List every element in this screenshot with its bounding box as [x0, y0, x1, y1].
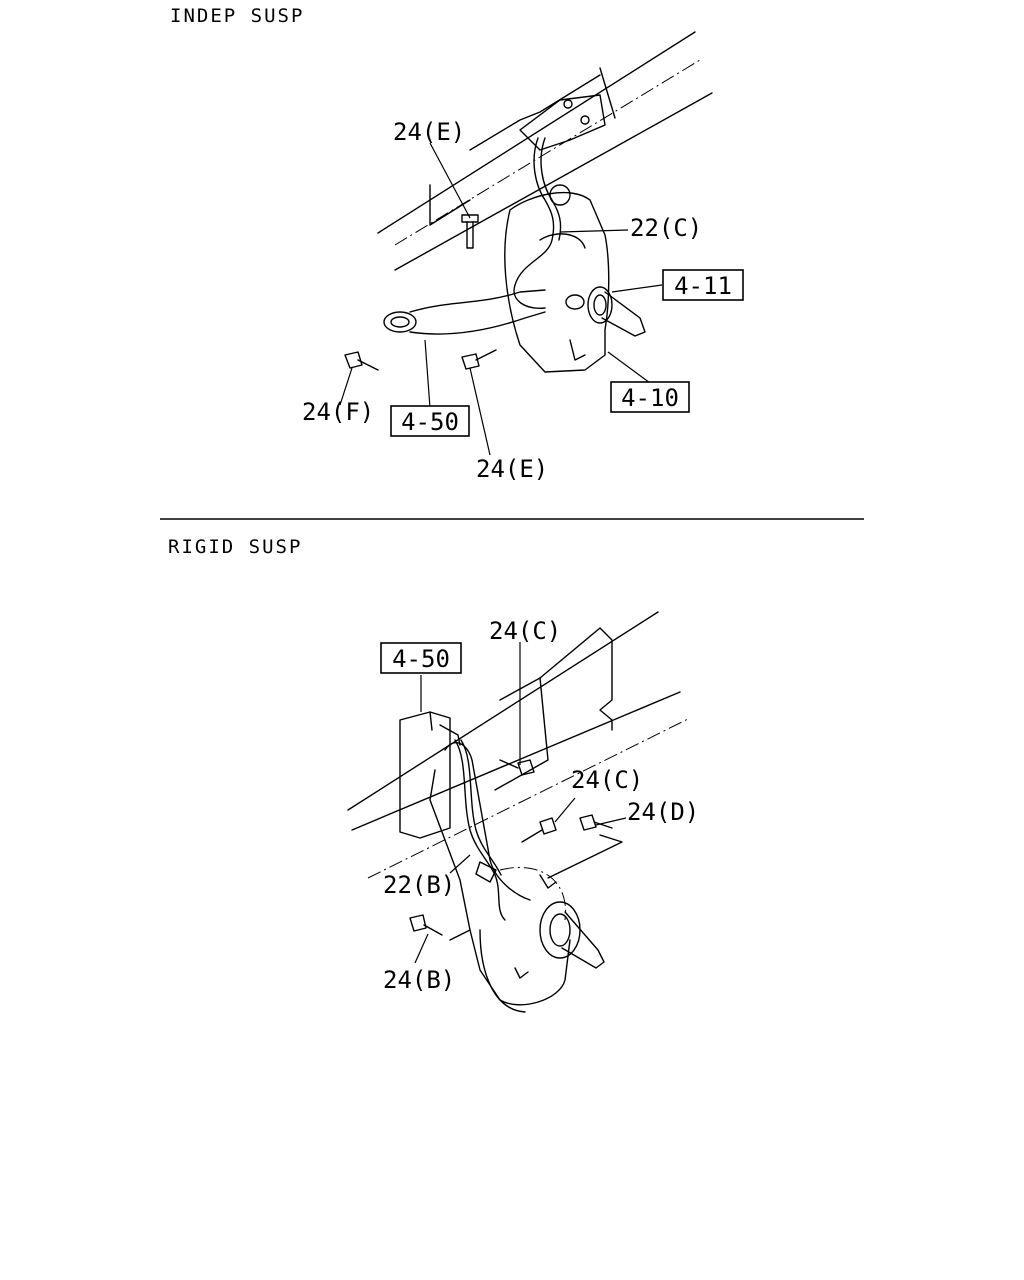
rigid-ref-4-50: 4-50	[392, 645, 450, 673]
rigid-callout-bolt-mid: 24(C)	[571, 766, 643, 794]
indep-frame-rail	[377, 31, 713, 271]
rigid-callout-sensor: 22(B)	[383, 871, 455, 899]
indep-sensor-bracket	[519, 94, 606, 151]
rigid-callout-bolt-bottom: 24(B)	[383, 966, 455, 994]
indep-control-arm	[383, 289, 546, 335]
rigid-sensor-cable	[454, 739, 506, 921]
rigid-callout-bolt-top: 24(C)	[489, 617, 561, 645]
indep-ref-4-10: 4-10	[621, 384, 679, 412]
indep-ref-4-50: 4-50	[401, 408, 459, 436]
indep-hub-spindle	[565, 286, 646, 337]
indep-ref-box-4-50	[390, 405, 470, 437]
rigid-ref-box-4-50	[380, 642, 462, 674]
indep-ref-4-11: 4-11	[674, 272, 732, 300]
rigid-susp-title: RIGID SUSP	[168, 536, 302, 558]
indep-callout-bolt-left: 24(F)	[302, 398, 374, 426]
rigid-hub-spindle	[514, 901, 605, 979]
rigid-axle-bracket	[399, 711, 461, 839]
indep-ref-box-4-10	[610, 381, 690, 413]
indep-knuckle	[504, 184, 610, 373]
rigid-bolts	[409, 759, 623, 941]
indep-callout-sensor: 22(C)	[630, 214, 702, 242]
indep-bolts	[344, 214, 497, 371]
indep-susp-title: INDEP SUSP	[170, 5, 304, 27]
indep-callout-bolt-bottom: 24(E)	[476, 455, 548, 483]
indep-ref-box-4-11	[662, 269, 744, 301]
indep-callout-bolt-top: 24(E)	[393, 118, 465, 146]
indep-sensor-cable	[513, 137, 562, 309]
rigid-knuckle	[429, 741, 571, 1013]
rigid-callout-bolt-right: 24(D)	[627, 798, 699, 826]
